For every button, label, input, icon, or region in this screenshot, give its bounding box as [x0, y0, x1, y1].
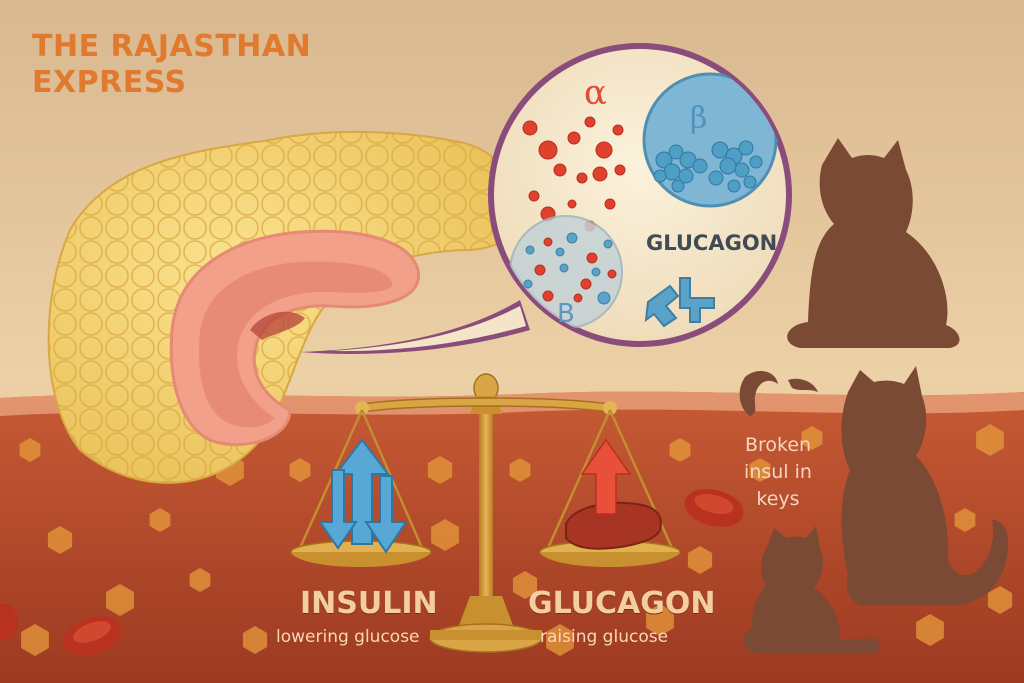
hexagon — [149, 508, 171, 532]
granule — [592, 166, 608, 182]
hexagon — [749, 458, 771, 482]
granule — [719, 157, 737, 175]
granule — [603, 239, 613, 249]
granule — [525, 245, 535, 255]
hexagon — [512, 571, 538, 599]
granule — [584, 116, 596, 128]
alpha-granules — [522, 116, 626, 232]
granule — [542, 290, 554, 302]
standing-cat-silhouette — [841, 366, 1009, 606]
broken-keys-line3: keys — [756, 488, 800, 510]
granule — [738, 140, 754, 156]
granule — [727, 179, 741, 193]
insulin-label: INSULIN — [300, 586, 438, 621]
granule — [614, 164, 626, 176]
hexagon — [976, 424, 1004, 456]
granule — [522, 120, 538, 136]
inset-glucagon-label: GLUCAGON — [646, 231, 777, 255]
granule — [597, 291, 611, 305]
balance-scale — [290, 373, 681, 653]
sitting-cat-silhouette — [787, 138, 960, 348]
granule — [663, 163, 681, 181]
granule — [555, 247, 565, 257]
cat-silhouettes — [739, 138, 1009, 654]
kitten-silhouette — [742, 526, 880, 654]
granule — [653, 169, 667, 183]
glucagon-molecule-icon — [644, 277, 715, 328]
granule — [559, 263, 569, 273]
alpha-symbol: α — [584, 73, 607, 113]
pancreas — [47, 130, 520, 484]
granule — [655, 151, 673, 169]
glucagon-label: GLUCAGON — [528, 586, 716, 621]
inset-pointer — [300, 300, 530, 354]
islet-cell-inset — [488, 43, 792, 347]
granule — [671, 179, 685, 193]
broken-key-fragment-icon — [739, 370, 778, 416]
broken-keys-line1: Broken — [744, 434, 812, 456]
granule — [567, 131, 581, 145]
granule — [708, 170, 724, 186]
hexagon — [687, 546, 713, 574]
hexagon — [431, 519, 459, 551]
glucagon-subtitle: raising glucose — [540, 627, 669, 647]
hexagon — [669, 438, 691, 462]
small-beta-symbol: B — [557, 299, 575, 329]
granule — [668, 144, 684, 160]
hexagon — [106, 584, 134, 616]
granule — [576, 172, 588, 184]
beta-granules — [653, 140, 763, 193]
red-blood-cells — [0, 489, 744, 656]
granule — [534, 264, 546, 276]
granule — [567, 199, 577, 209]
broken-keys-line2: insul in — [744, 461, 812, 483]
granule — [612, 124, 624, 136]
granule — [586, 252, 598, 264]
granule — [591, 267, 601, 277]
hexagon — [427, 456, 453, 484]
hexagon — [242, 626, 268, 654]
brand-title-line2: EXPRESS — [32, 65, 187, 100]
granule — [528, 190, 540, 202]
beta-symbol: β — [690, 101, 707, 136]
granule — [607, 269, 617, 279]
up-down-arrows-icon — [318, 438, 408, 554]
granule — [734, 162, 750, 178]
hexagon — [987, 586, 1013, 614]
hexagon — [47, 526, 73, 554]
hexagon — [509, 458, 531, 482]
granule — [573, 293, 583, 303]
granule — [553, 163, 567, 177]
granule — [743, 175, 757, 189]
granule — [566, 232, 578, 244]
granule — [523, 279, 533, 289]
granule — [580, 278, 592, 290]
granule — [543, 237, 553, 247]
granule — [604, 198, 616, 210]
granule — [678, 168, 694, 184]
granule — [749, 155, 763, 169]
granule — [692, 158, 708, 174]
hexagon — [19, 438, 41, 462]
granule — [595, 141, 613, 159]
hexagon — [916, 614, 944, 646]
up-arrow-icon — [580, 438, 632, 515]
hexagon — [546, 624, 574, 656]
brand-title-line1: THE RAJASTHAN — [32, 29, 312, 64]
hexagon — [801, 426, 823, 450]
hexagon — [646, 604, 674, 636]
insulin-subtitle: lowering glucose — [276, 627, 420, 647]
granule — [538, 140, 558, 160]
hexagon — [954, 508, 976, 532]
hexagon — [289, 458, 311, 482]
hexagon — [21, 624, 49, 656]
hexagon — [189, 568, 211, 592]
